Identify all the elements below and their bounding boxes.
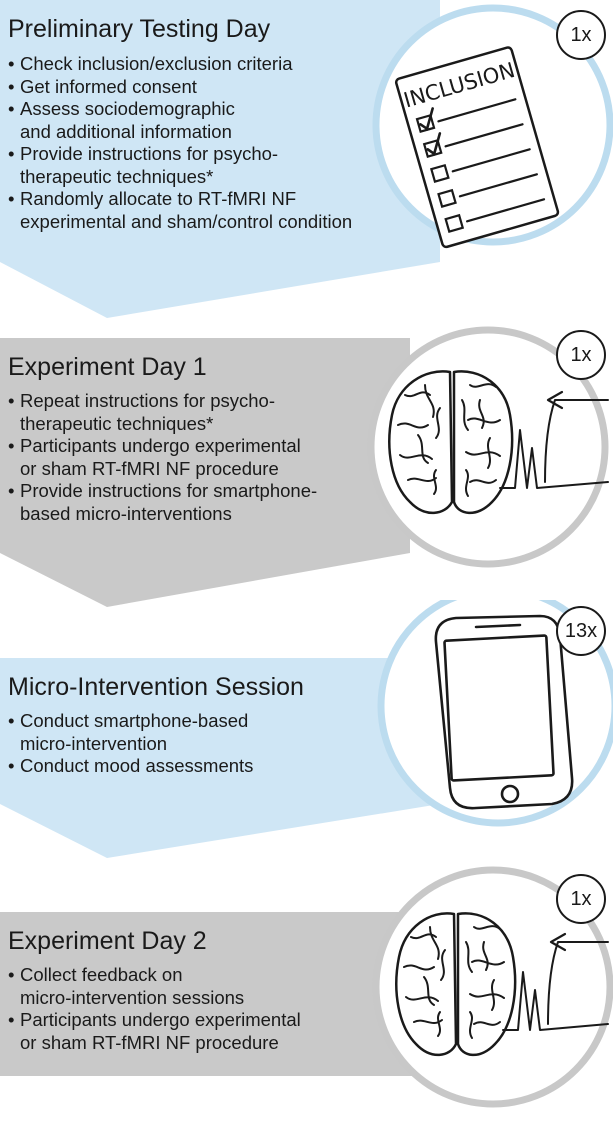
list-item: Randomly allocate to RT-fMRI NFexperimen…: [8, 188, 352, 233]
frequency-badge: 1x: [556, 330, 606, 380]
stage-3-bullet-list: Conduct smartphone-basedmicro-interventi…: [8, 710, 304, 778]
smartphone-icon: [434, 614, 574, 810]
stage-1-bullet-list: Check inclusion/exclusion criteria Get i…: [8, 53, 352, 233]
list-item: Repeat instructions for psycho-therapeut…: [8, 390, 317, 435]
stage-title: Experiment Day 2: [8, 927, 207, 955]
stage-3-text: Micro-Intervention Session Conduct smart…: [8, 672, 304, 778]
list-item: Provide instructions for psycho-therapeu…: [8, 143, 352, 188]
stage-2-text: Experiment Day 1 Repeat instructions for…: [8, 352, 317, 525]
frequency-badge: 13x: [556, 606, 606, 656]
frequency-badge: 1x: [556, 874, 606, 924]
stage-title: Experiment Day 1: [8, 353, 207, 381]
stage-preliminary-testing-day: INCLUSION Preliminary Testing Day Check …: [0, 0, 613, 330]
brain-neurofeedback-icon: [395, 912, 609, 1057]
frequency-badge: 1x: [556, 10, 606, 60]
inclusion-checklist-icon: INCLUSION: [394, 46, 560, 249]
stage-1-text: Preliminary Testing Day Check inclusion/…: [8, 14, 352, 233]
list-item: Conduct mood assessments: [8, 755, 304, 778]
stage-title: Preliminary Testing Day: [8, 15, 271, 43]
list-item: Conduct smartphone-basedmicro-interventi…: [8, 710, 304, 755]
stage-experiment-day-1: Experiment Day 1 Repeat instructions for…: [0, 320, 613, 620]
brain-neurofeedback-icon: [388, 370, 609, 515]
stage-title: Micro-Intervention Session: [8, 673, 304, 701]
stage-4-text: Experiment Day 2 Collect feedback onmicr…: [8, 926, 301, 1054]
stage-2-bullet-list: Repeat instructions for psycho-therapeut…: [8, 390, 317, 525]
stage-micro-intervention-session: Micro-Intervention Session Conduct smart…: [0, 600, 613, 870]
list-item: Provide instructions for smartphone-base…: [8, 480, 317, 525]
list-item: Get informed consent: [8, 76, 352, 99]
stage-experiment-day-2: Experiment Day 2 Collect feedback onmicr…: [0, 862, 613, 1121]
list-item: Check inclusion/exclusion criteria: [8, 53, 352, 76]
